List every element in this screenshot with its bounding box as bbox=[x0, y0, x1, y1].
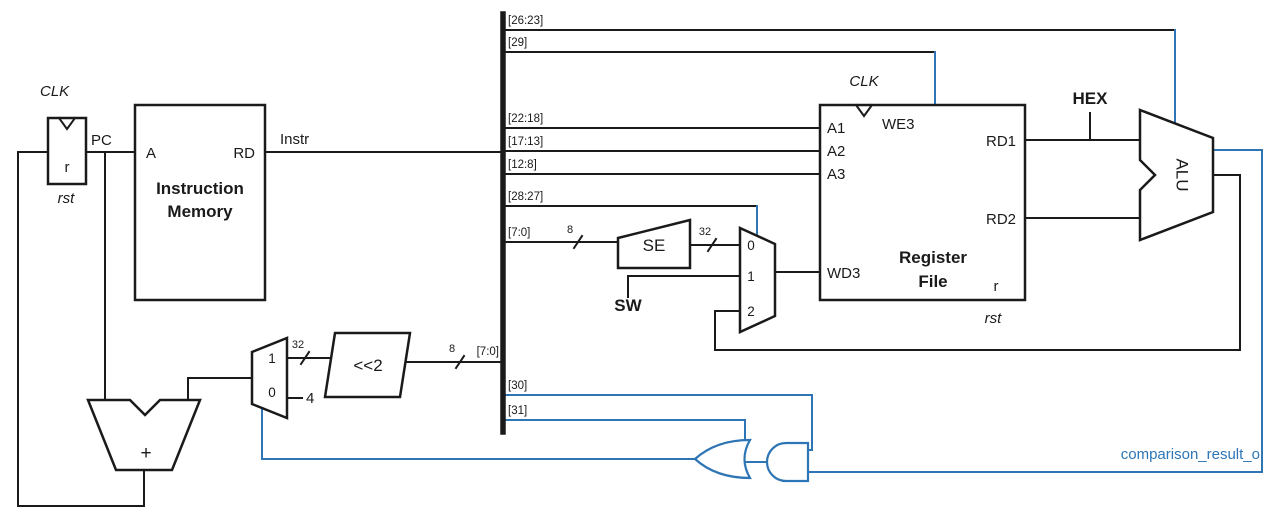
im-port-a: A bbox=[146, 145, 156, 162]
instr-label: Instr bbox=[280, 131, 309, 148]
sw-label: SW bbox=[614, 296, 642, 315]
and-gate-icon bbox=[765, 441, 810, 483]
pc-adder bbox=[86, 398, 202, 472]
alu-block bbox=[1138, 108, 1215, 242]
rf-clk-label: CLK bbox=[849, 73, 879, 90]
alu-label: ALU bbox=[1173, 158, 1192, 191]
slice-26-23-label: [26:23] bbox=[508, 15, 543, 27]
rf-a3-label: A3 bbox=[827, 166, 845, 183]
rf-title-2: File bbox=[918, 272, 947, 291]
pcmux-in1-label: 1 bbox=[268, 351, 276, 366]
pc-mux bbox=[250, 336, 289, 420]
im-title-2: Memory bbox=[167, 202, 233, 221]
slice-7-0-se-label: [7:0] bbox=[508, 227, 530, 239]
alu-writeback-wire bbox=[714, 174, 1241, 351]
slice-29-label: [29] bbox=[508, 37, 527, 49]
se-out-width-label: 32 bbox=[699, 226, 711, 238]
comparison-result-wire bbox=[807, 149, 1263, 473]
slice-17-13-label: [17:13] bbox=[508, 136, 543, 148]
slice-7-0-sh-label: [7:0] bbox=[477, 346, 499, 358]
pc-reset-pin: r bbox=[65, 159, 70, 176]
width-slash-se-out bbox=[706, 237, 718, 253]
slice-30-label: [30] bbox=[508, 380, 527, 392]
width-slash-sh-out bbox=[299, 350, 311, 366]
wdmux-in1-label: 1 bbox=[747, 269, 755, 284]
shifter-label: <<2 bbox=[353, 356, 382, 375]
hex-label: HEX bbox=[1073, 89, 1109, 108]
rf-a1-label: A1 bbox=[827, 120, 845, 137]
slice-31-wire bbox=[502, 419, 746, 450]
sh-out-width-label: 32 bbox=[292, 339, 304, 351]
rf-rd2-label: RD2 bbox=[986, 211, 1016, 228]
pc-clk-label: CLK bbox=[40, 83, 70, 100]
rf-rd1-label: RD1 bbox=[986, 133, 1016, 150]
pc-feedback-wire bbox=[17, 151, 145, 507]
comparison-result-label: comparison_result_o bbox=[1121, 446, 1260, 463]
pcmux-in0-label: 0 bbox=[268, 385, 276, 400]
im-title-1: Instruction bbox=[156, 179, 244, 198]
wd-mux bbox=[738, 226, 777, 334]
rf-reset-pin: r bbox=[994, 278, 999, 295]
const4-label: 4 bbox=[306, 390, 314, 407]
wdmux-in2-label: 2 bbox=[747, 304, 755, 319]
sign-extend-block bbox=[616, 218, 692, 270]
width-slash-sh-in bbox=[454, 354, 466, 370]
adder-plus-label: + bbox=[140, 443, 151, 464]
width-slash-se-in bbox=[572, 234, 584, 250]
slice-12-8-label: [12:8] bbox=[508, 159, 537, 171]
sw-wire bbox=[627, 275, 741, 298]
im-port-rd: RD bbox=[233, 145, 255, 162]
shifter-block bbox=[323, 331, 412, 399]
rf-we3-label: WE3 bbox=[882, 116, 915, 133]
instruction-memory-block bbox=[133, 103, 267, 302]
or-gate-icon bbox=[693, 438, 752, 480]
sign-extend-label: SE bbox=[643, 236, 666, 255]
rf-a2-label: A2 bbox=[827, 143, 845, 160]
slice-22-18-label: [22:18] bbox=[508, 113, 543, 125]
rf-clock-wedge-icon bbox=[854, 103, 874, 118]
se-in-width-label: 8 bbox=[567, 224, 573, 236]
register-file-block bbox=[818, 103, 1027, 302]
wdmux-in0-label: 0 bbox=[747, 238, 755, 253]
slice-28-27-label: [28:27] bbox=[508, 191, 543, 203]
sh-in-width-label: 8 bbox=[449, 343, 455, 355]
pc-rst-label: rst bbox=[58, 190, 75, 207]
rf-wd3-label: WD3 bbox=[827, 265, 860, 282]
pcmux-output-wire bbox=[187, 377, 253, 401]
slice-31-label: [31] bbox=[508, 405, 527, 417]
pc-clock-wedge-icon bbox=[57, 116, 77, 131]
rf-title-1: Register bbox=[899, 248, 967, 267]
pc-label: PC bbox=[91, 132, 112, 149]
slice-30-wire bbox=[502, 394, 813, 451]
rf-rst-label: rst bbox=[985, 310, 1002, 327]
